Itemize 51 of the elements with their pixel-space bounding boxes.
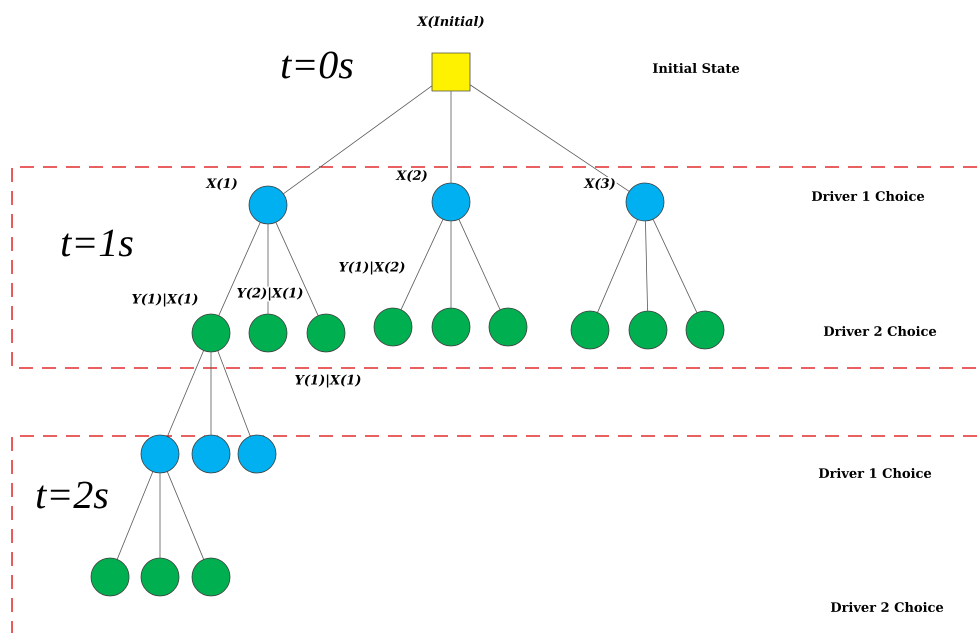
circle-node <box>686 310 724 350</box>
circle-node <box>248 314 288 352</box>
circle-node <box>374 308 412 346</box>
square-node <box>432 52 470 92</box>
level-label: Driver 1 Choice <box>818 468 932 478</box>
level-label: Driver 2 Choice <box>824 326 936 336</box>
connector-line <box>167 350 204 437</box>
connector-line <box>400 219 444 310</box>
connector-line <box>116 472 154 560</box>
circle-node <box>90 558 130 596</box>
level-label: Driver 2 Choice <box>830 602 944 612</box>
node-label: X(3) <box>583 177 617 191</box>
connector-line <box>450 91 452 183</box>
node-label: X(Initial) <box>416 15 486 29</box>
circle-node <box>628 310 668 350</box>
connector-line <box>210 352 212 435</box>
connector-line <box>276 222 318 316</box>
circle-node <box>488 308 528 346</box>
node-label: X(2) <box>395 169 429 183</box>
connector-line <box>167 472 204 560</box>
connector-line <box>458 219 500 310</box>
connector-line <box>645 221 648 311</box>
node-label: Y(2)|X(1) <box>236 286 304 302</box>
connector-line <box>450 221 452 308</box>
circle-node <box>432 308 470 346</box>
circle-node <box>192 558 230 596</box>
circle-node <box>626 182 664 222</box>
node-label: Y(1)|X(1) <box>130 292 200 308</box>
time-label: t=0s <box>282 52 353 78</box>
level-label: Initial State <box>652 62 740 74</box>
connector-line <box>652 219 698 313</box>
circle-node <box>432 182 470 222</box>
circle-node <box>248 186 288 224</box>
circle-node <box>306 314 346 352</box>
circle-node <box>238 434 276 474</box>
time-label: t=1s <box>62 230 133 256</box>
node-label: X(1) <box>205 177 239 191</box>
circle-node <box>192 434 230 474</box>
connector-line <box>218 222 261 316</box>
circle-node <box>570 310 610 350</box>
circle-node <box>140 558 180 596</box>
level-label: Driver 1 Choice <box>812 190 924 202</box>
time-label: t=2s <box>36 482 108 508</box>
connector-line <box>470 84 630 192</box>
circle-node <box>192 314 230 352</box>
connector-line <box>218 350 251 436</box>
connector-line <box>283 86 432 194</box>
node-label: Y(1)|X(2) <box>338 260 406 276</box>
circle-node <box>140 434 180 474</box>
connector-line <box>597 219 638 313</box>
branch-label: Y(1)|X(1) <box>295 374 360 388</box>
